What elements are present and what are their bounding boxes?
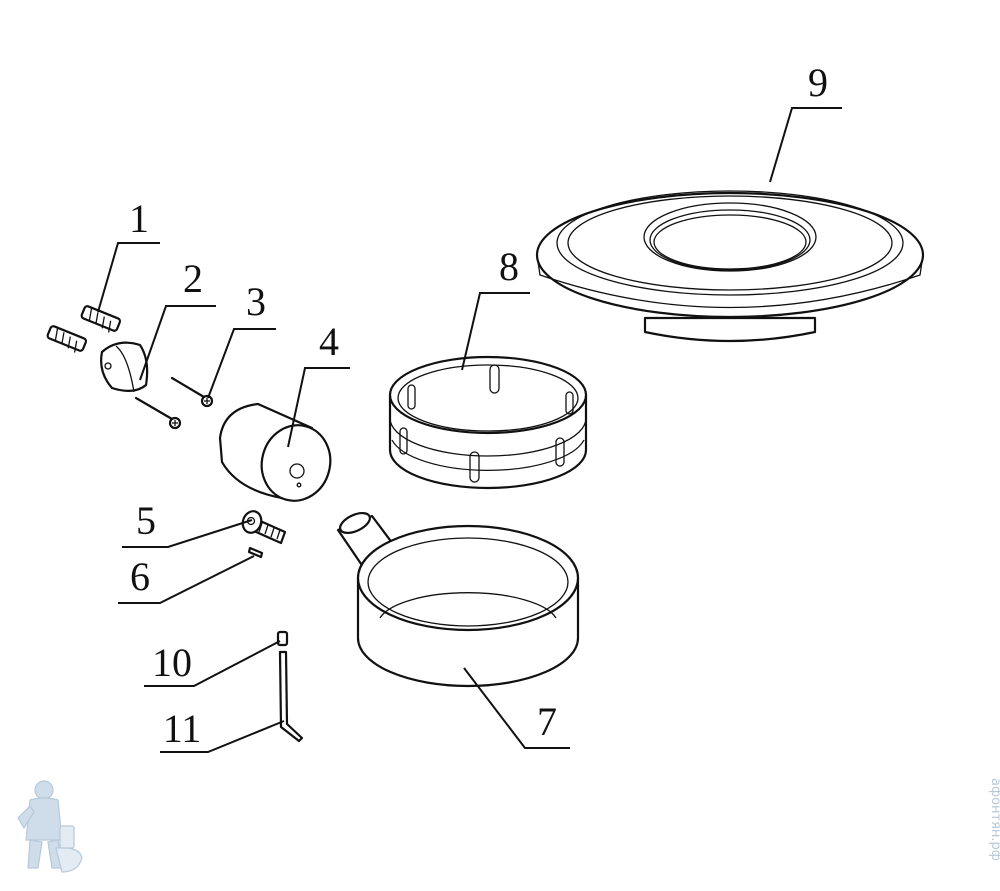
callout-7: 7 bbox=[537, 699, 557, 744]
callout-labels: 1 2 3 4 5 6 7 8 9 10 11 bbox=[129, 60, 828, 751]
part-1-anchors bbox=[46, 305, 122, 353]
part-5-set-screw bbox=[241, 510, 287, 545]
leader-9 bbox=[769, 107, 842, 183]
leader-5 bbox=[122, 519, 253, 548]
watermark-text: афонтян.рф bbox=[988, 778, 1000, 861]
leader-2 bbox=[139, 305, 216, 381]
leader-3 bbox=[207, 328, 276, 399]
leader-11 bbox=[160, 720, 285, 753]
part-10-grub-screw bbox=[276, 630, 289, 647]
callout-5: 5 bbox=[136, 498, 156, 543]
callout-11: 11 bbox=[163, 706, 202, 751]
part-9-dish bbox=[535, 190, 925, 343]
part-6-pin bbox=[247, 546, 264, 559]
callout-2: 2 bbox=[183, 256, 203, 301]
part-11-hex-key bbox=[278, 650, 304, 743]
callout-4: 4 bbox=[319, 319, 339, 364]
leader-1 bbox=[97, 242, 160, 313]
plumber-mascot-icon bbox=[17, 780, 83, 873]
callout-1: 1 bbox=[129, 196, 149, 241]
callout-6: 6 bbox=[130, 554, 150, 599]
part-3-screws bbox=[134, 376, 214, 430]
part-7-holder bbox=[336, 511, 580, 688]
leader-6 bbox=[118, 555, 255, 604]
leader-4 bbox=[287, 367, 350, 448]
callout-10: 10 bbox=[152, 640, 192, 685]
leader-7 bbox=[463, 667, 570, 749]
leader-10 bbox=[144, 640, 281, 687]
part-8-ring bbox=[388, 355, 588, 490]
callout-9: 9 bbox=[808, 60, 828, 105]
part-2-bracket bbox=[100, 341, 149, 393]
callout-8: 8 bbox=[499, 244, 519, 289]
callout-3: 3 bbox=[246, 279, 266, 324]
part-4-cover bbox=[218, 402, 332, 502]
leader-lines bbox=[97, 107, 842, 753]
leader-8 bbox=[461, 292, 530, 371]
